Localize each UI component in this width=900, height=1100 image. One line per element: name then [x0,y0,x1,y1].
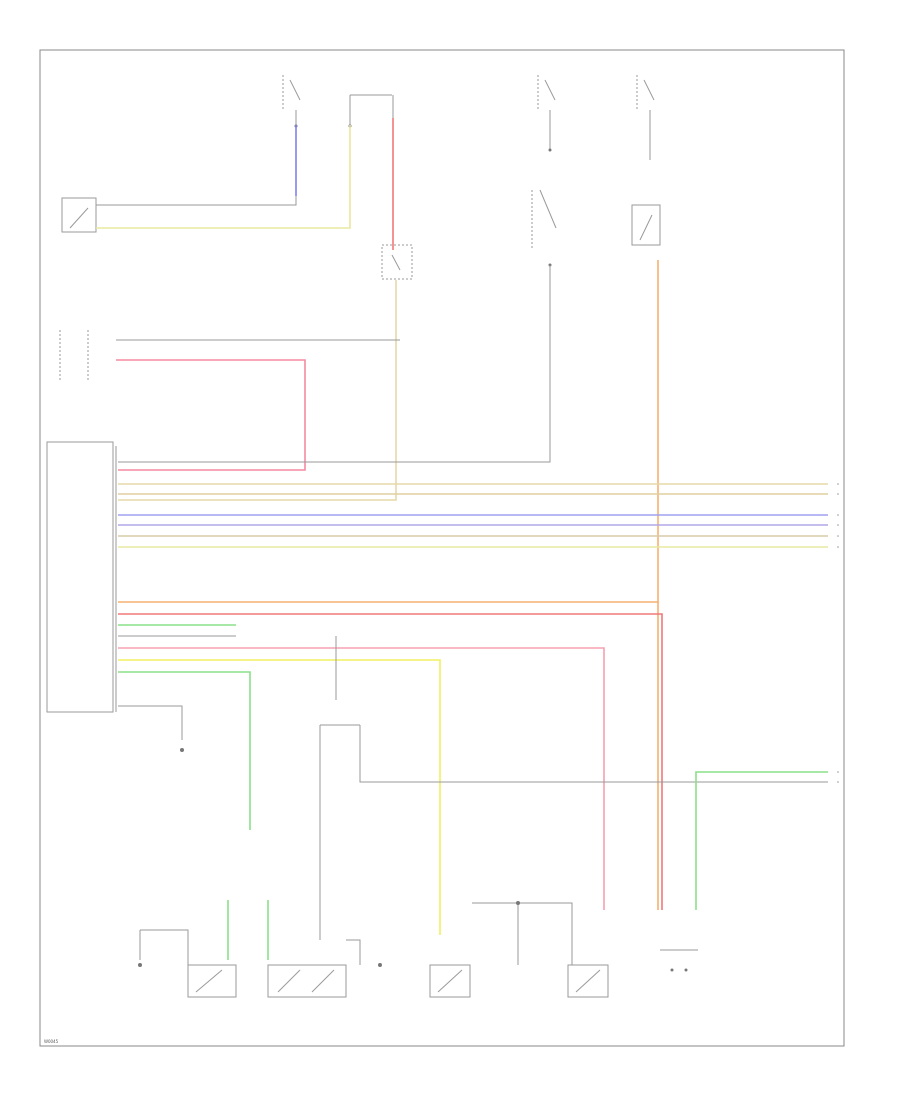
wire-green-right [695,771,828,910]
page-code: W0045 [44,1039,59,1044]
wire-green-2 [118,671,251,830]
fuse-block-2 [348,94,394,128]
bottom-component-2 [267,939,382,998]
relay-center [381,244,413,280]
fuse-block-1 [282,75,301,128]
wire-gray-ground [118,705,183,740]
wire-red-lower [118,613,663,910]
bottom-component-4 [567,964,609,998]
engine-control-module-connector [59,330,89,380]
bottom-component-5 [660,949,698,972]
wire-gray-bottom-right [472,902,573,965]
diagram-frame [39,49,845,1047]
bottom-component-3 [429,964,471,998]
wire-gray-brake [118,265,551,463]
wire-yellow-stop [96,125,351,229]
ground-left [180,748,184,752]
wire-pink [116,359,306,471]
brake-switch-right [531,189,557,267]
wire-orange-long [118,260,659,603]
stop-light-switch [61,125,351,233]
splice-bottom [516,901,520,905]
fuse-block-4 [636,75,655,160]
wire-gray-center-4 [359,725,828,783]
fuse-block-3 [537,75,556,152]
wire-bright-yellow [118,659,441,935]
control-unit [46,441,114,713]
wire-pink-lower [118,647,605,910]
bottom-component-1 [138,929,237,998]
right-edge-connectors [837,483,839,783]
pressure-switch [631,204,661,246]
wire-yellow-relay [118,280,397,501]
